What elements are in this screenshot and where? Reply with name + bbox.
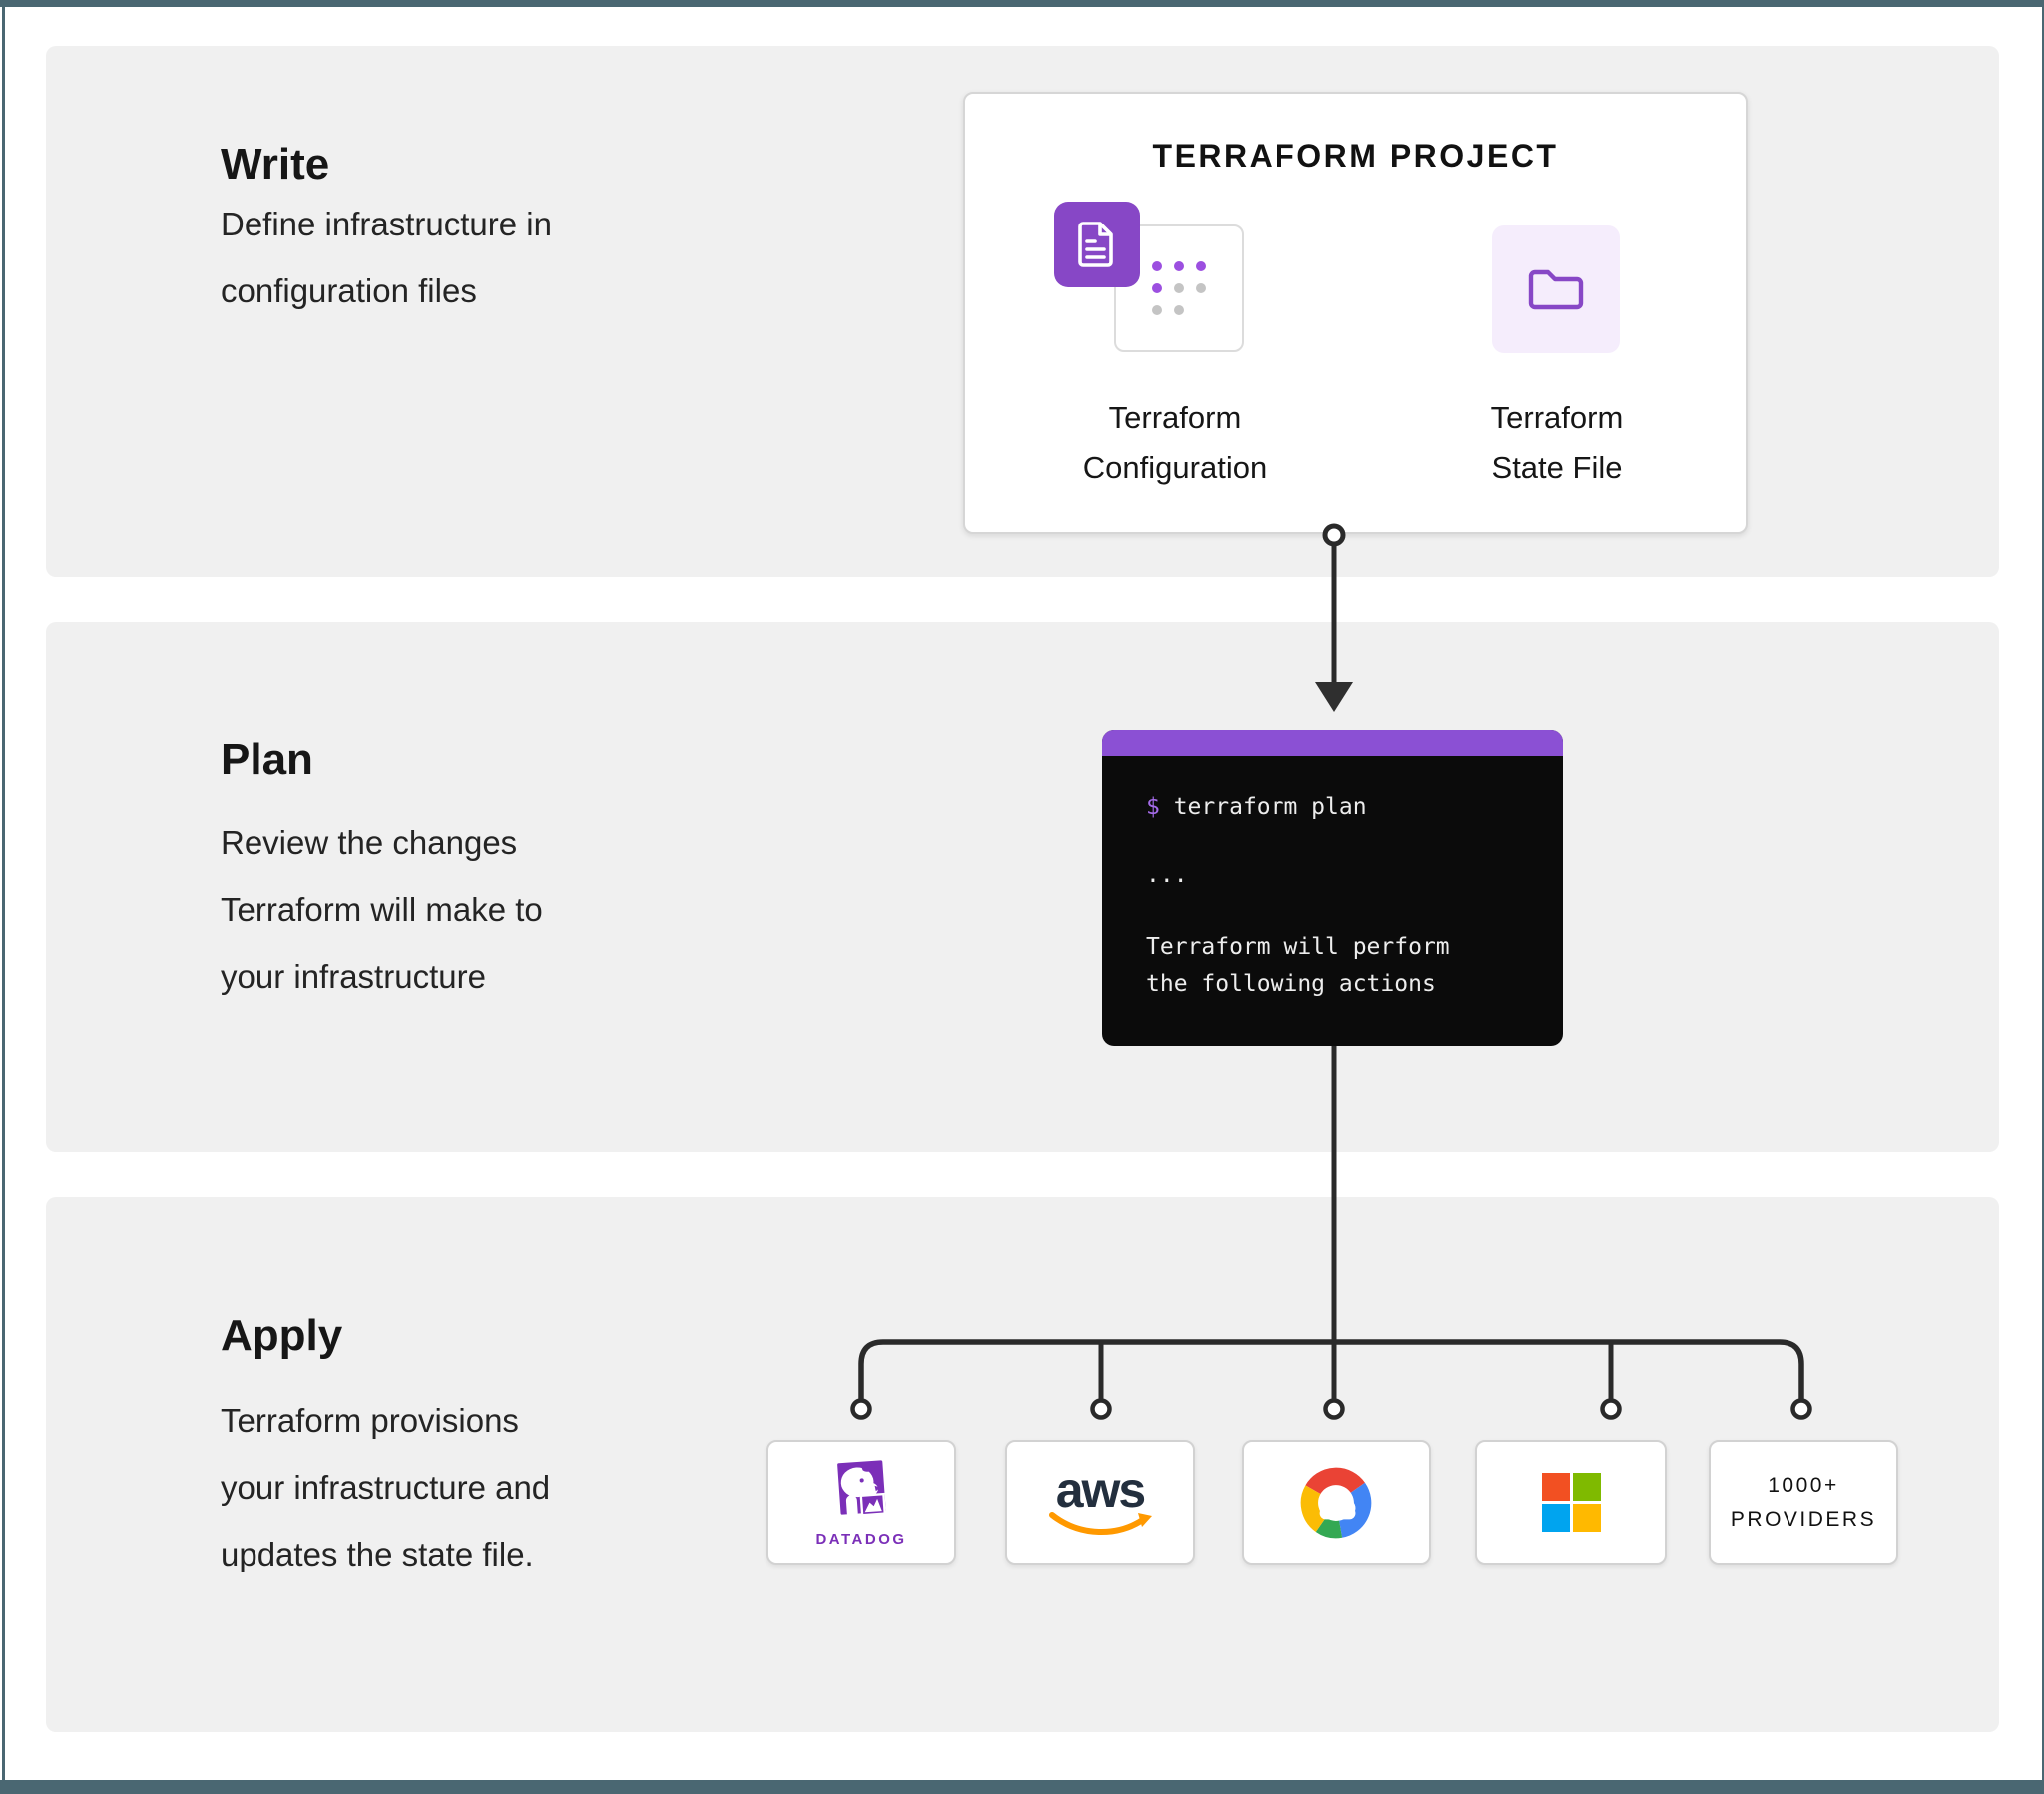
terminal-output-line: the following actions	[1146, 971, 1436, 997]
folder-icon	[1528, 269, 1584, 310]
plan-description-line: Terraform will make to	[221, 891, 543, 928]
terraform-state-file-label: Terraform State File	[1490, 400, 1624, 485]
terraform-configuration-label: Terraform Configuration	[1082, 400, 1268, 485]
terminal-output-line: Terraform will perform	[1146, 934, 1450, 960]
write-description: Define infrastructure in configuration f…	[221, 191, 552, 324]
provider-card-more-providers: 1000+ PROVIDERS	[1709, 1440, 1898, 1565]
terminal-title-bar	[1102, 730, 1563, 756]
apply-description-line: your infrastructure and	[221, 1469, 551, 1506]
provider-card-microsoft	[1475, 1440, 1667, 1565]
terraform-project-card: TERRAFORM PROJECT Terraform	[963, 92, 1748, 534]
document-icon	[1078, 222, 1113, 267]
provider-card-aws: aws	[1005, 1440, 1195, 1565]
section-plan: Plan Review the changes Terraform will m…	[46, 622, 1999, 1152]
write-description-line: configuration files	[221, 272, 477, 309]
aws-logo: aws	[1055, 1461, 1147, 1518]
terminal-prompt: $	[1146, 794, 1160, 820]
write-description-line: Define infrastructure in	[221, 206, 552, 242]
terminal-command-line: $ terraform plan	[1146, 794, 1367, 820]
terraform-configuration-icon	[1054, 202, 1140, 287]
google-cloud-logo	[1300, 1467, 1372, 1538]
apply-description-line: updates the state file.	[221, 1536, 534, 1572]
window-frame-left	[2, 0, 5, 1794]
microsoft-logo	[1541, 1473, 1601, 1532]
window-frame-right	[2042, 0, 2044, 1794]
write-heading: Write	[221, 140, 330, 189]
terminal-ellipsis: ...	[1146, 862, 1188, 888]
terminal-window: $ terraform plan ... Terraform will perf…	[1102, 730, 1563, 1046]
plan-description: Review the changes Terraform will make t…	[221, 809, 543, 1010]
more-providers-label: 1000+ PROVIDERS	[1730, 1473, 1877, 1531]
dots-grid-icon	[1146, 255, 1212, 321]
plan-description-line: Review the changes	[221, 824, 518, 861]
apply-description-line: Terraform provisions	[221, 1402, 519, 1439]
window-frame-bottom	[0, 1780, 2044, 1794]
terraform-state-file-icon	[1492, 225, 1620, 353]
aws-smile-icon	[1049, 1511, 1152, 1535]
datadog-label: DATADOG	[815, 1531, 907, 1548]
datadog-logo	[837, 1460, 886, 1519]
provider-card-datadog: DATADOG	[766, 1440, 956, 1565]
window-frame-top	[0, 0, 2044, 7]
terraform-project-title: TERRAFORM PROJECT	[1152, 138, 1559, 174]
plan-heading: Plan	[221, 735, 313, 784]
provider-card-gcp	[1242, 1440, 1431, 1565]
apply-description: Terraform provisions your infrastructure…	[221, 1387, 550, 1587]
terminal-command: terraform plan	[1159, 794, 1367, 820]
plan-description-line: your infrastructure	[221, 958, 486, 995]
apply-heading: Apply	[221, 1311, 343, 1360]
